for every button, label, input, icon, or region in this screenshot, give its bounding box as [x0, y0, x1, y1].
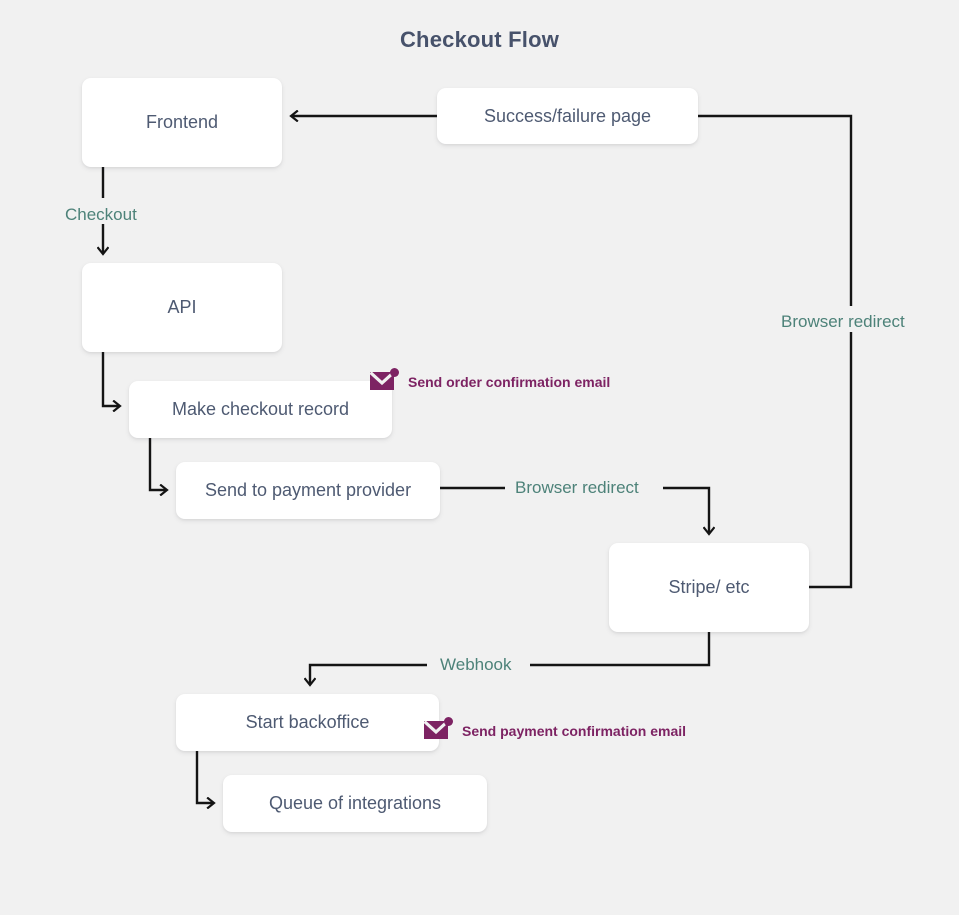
- note-text: Send payment confirmation email: [462, 723, 687, 739]
- edge-checkout-record-to-payment: [148, 438, 167, 490]
- node-label: Frontend: [145, 112, 219, 132]
- edge-stripe-to-backoffice-right: [530, 632, 711, 667]
- node-label: Make checkout record: [171, 399, 350, 419]
- note-payment-confirmation-email: Send payment confirmation email: [424, 717, 686, 745]
- node-start-backoffice[interactable]: Start backoffice: [176, 694, 439, 751]
- edge-label-webhook: Webhook: [433, 656, 519, 673]
- node-queue-of-integrations[interactable]: Queue of integrations: [223, 775, 487, 832]
- node-label: API: [167, 297, 197, 317]
- edge-success-to-stripe-upper: [698, 114, 853, 306]
- node-stripe[interactable]: Stripe/ etc: [609, 543, 809, 632]
- edge-label-browser-redirect-payment: Browser redirect: [508, 479, 646, 496]
- note-text: Send order confirmation email: [408, 374, 611, 390]
- edge-success-to-stripe-lower: [809, 332, 853, 589]
- node-success-failure-page[interactable]: Success/failure page: [437, 88, 698, 144]
- edge-label-checkout: Checkout: [58, 206, 144, 223]
- node-label: Queue of integrations: [268, 793, 442, 813]
- edge-payment-to-stripe-right: [663, 486, 709, 534]
- page-title: Checkout Flow: [399, 27, 560, 52]
- mail-icon: [424, 717, 453, 739]
- node-label: Success/failure page: [483, 105, 652, 126]
- edge-backoffice-to-queue: [195, 751, 214, 803]
- node-send-to-payment-provider[interactable]: Send to payment provider: [176, 462, 440, 519]
- node-api[interactable]: API: [82, 263, 282, 352]
- node-label: Start backoffice: [245, 712, 370, 732]
- edge-stripe-to-backoffice-left: [310, 663, 427, 685]
- node-frontend[interactable]: Frontend: [82, 78, 282, 167]
- edge-label-browser-redirect-success: Browser redirect: [774, 313, 912, 330]
- node-make-checkout-record[interactable]: Make checkout record: [129, 381, 392, 438]
- mail-icon: [370, 368, 399, 390]
- note-order-confirmation-email: Send order confirmation email: [370, 368, 610, 396]
- node-label: Stripe/ etc: [668, 577, 750, 597]
- edge-api-to-checkout-record: [101, 352, 120, 406]
- node-label: Send to payment provider: [204, 480, 412, 500]
